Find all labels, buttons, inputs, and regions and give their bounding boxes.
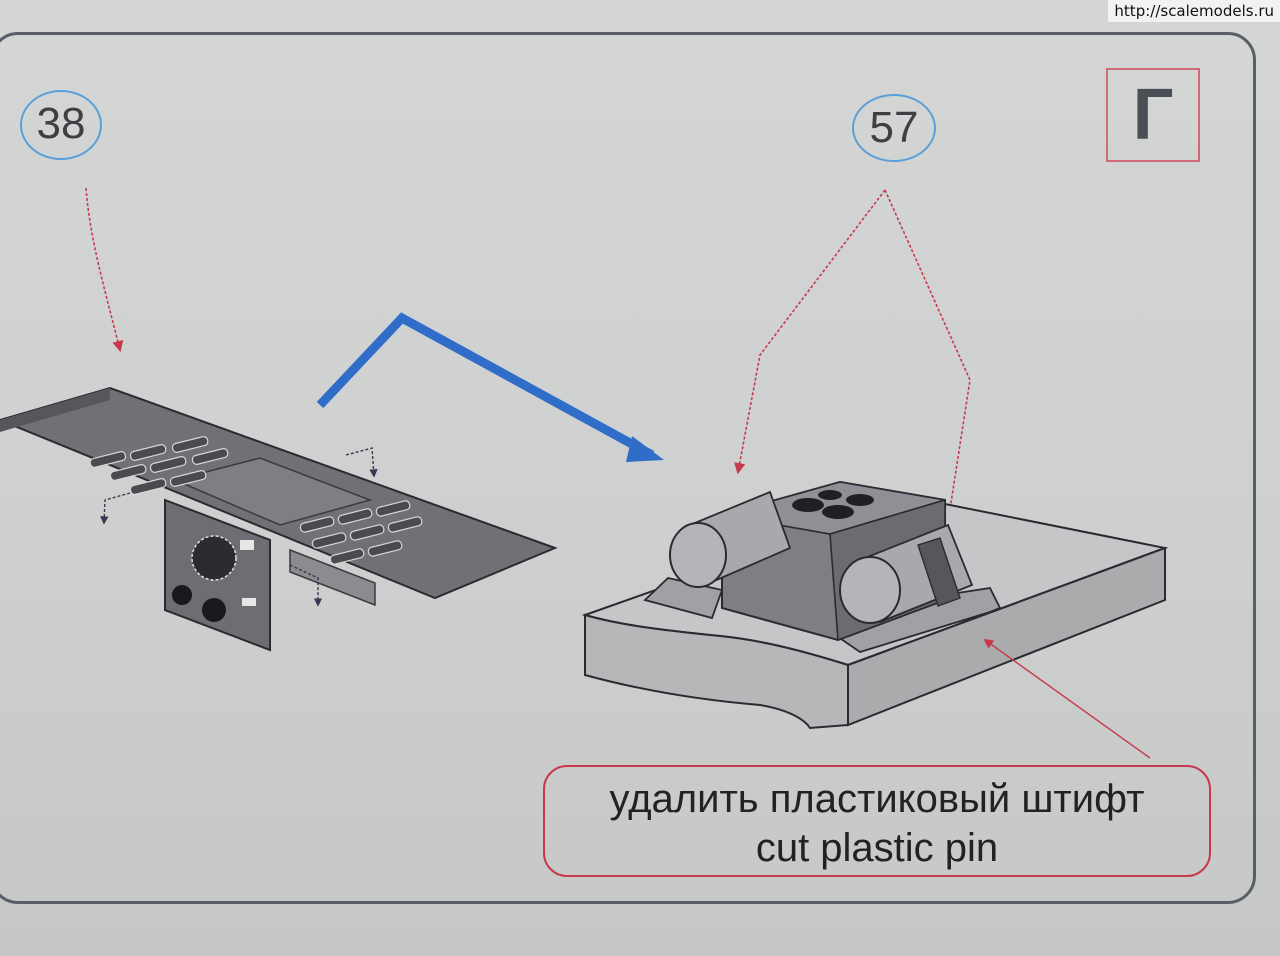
- step-frame: [0, 32, 1256, 904]
- leaders-57: [734, 189, 971, 525]
- base-assembly: [581, 480, 1169, 730]
- part-callout-57: 57: [852, 94, 936, 162]
- etched-panel-part: [0, 386, 558, 652]
- leader-38: [85, 187, 124, 353]
- note-english: cut plastic pin: [755, 826, 999, 870]
- instruction-note-box: удалить пластиковый штифт cut plastic pi…: [543, 765, 1211, 877]
- part-callout-38: 38: [20, 90, 102, 160]
- assembly-arrow: [316, 312, 664, 462]
- note-russian: удалить пластиковый штифт: [609, 777, 1145, 821]
- section-letter-box: Г: [1106, 68, 1200, 162]
- watermark-link[interactable]: http://scalemodels.ru: [1108, 0, 1280, 22]
- pin-leader: [983, 638, 1151, 759]
